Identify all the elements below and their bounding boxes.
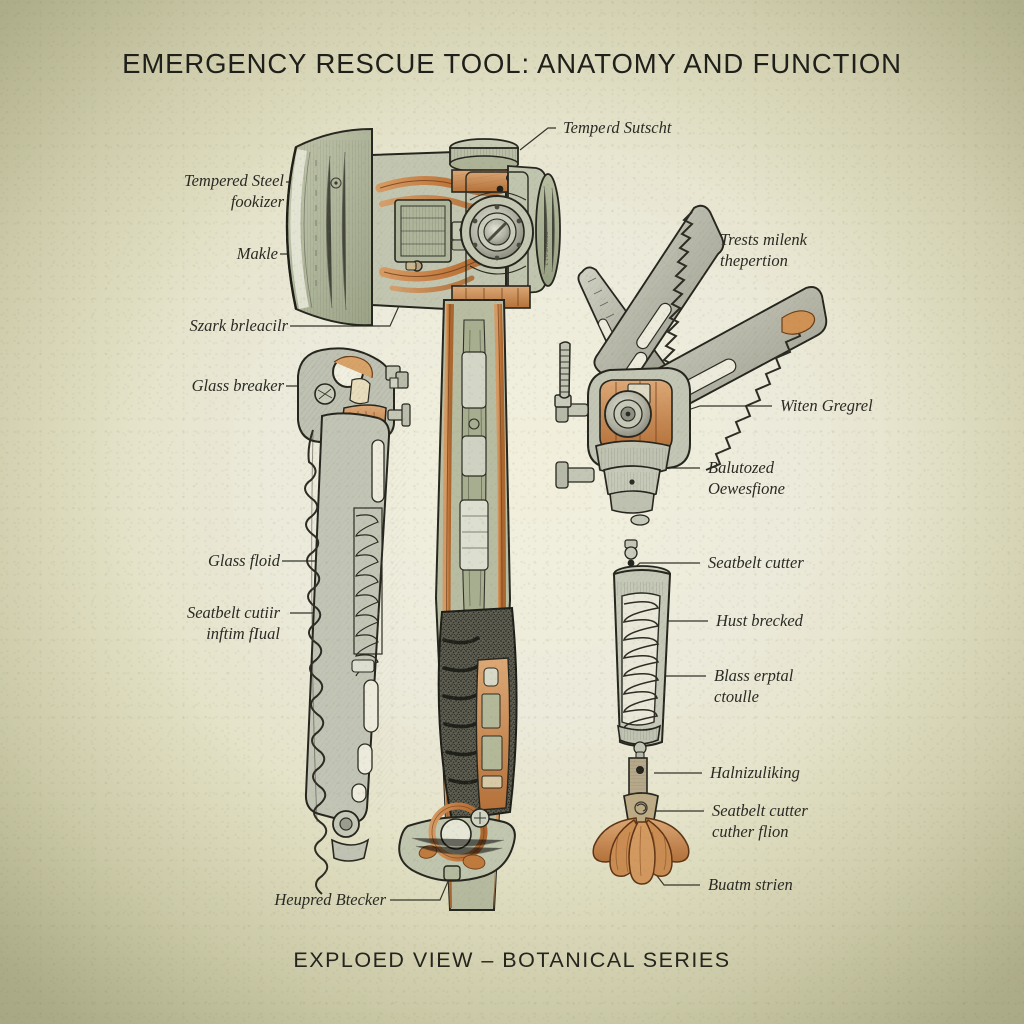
axe-blade	[285, 127, 373, 327]
label-seatbelt-cutiir: Seatbelt cutiir inftim fIual	[30, 602, 280, 644]
label-line-1: Makle	[236, 244, 278, 263]
label-line-1: Seatbelt cutter	[712, 801, 808, 820]
label-glass-breaker: Glass breaker	[30, 375, 284, 396]
figure-spring-sleeve	[612, 539, 672, 761]
label-line-2: ctoulle	[714, 687, 759, 707]
misc-small-parts	[630, 514, 650, 526]
page-caption: EXPLOED VIEW – BOTANICAL SERIES	[293, 948, 731, 972]
label-seatbelt-cutter-2: Seatbelt cutter cuther flion	[712, 800, 808, 842]
label-line-1: Glass breaker	[191, 376, 284, 395]
label-line-2: inftim fIual	[206, 624, 280, 644]
figure-axe-assembly: RESCUE 0 1 2	[285, 127, 561, 911]
label-tempered-steel: Tempered Steel fookizer	[40, 170, 284, 212]
label-szatk-brleaciir: Szark brleacilr	[30, 315, 288, 336]
label-line-1: Szark brleacilr	[189, 316, 288, 335]
label-line-1: Tempered Steel	[183, 171, 284, 190]
label-line-2: thepertion	[720, 251, 788, 271]
label-glass-floid: Glass floid	[40, 550, 280, 571]
label-line-1: Seatbelt cutter	[708, 553, 804, 572]
label-line-1: Tempeɾd Sutscht	[563, 118, 672, 137]
head-knurled-cap	[449, 138, 519, 173]
label-line-2: cuther flion	[712, 822, 789, 842]
label-heupred-btecker: Heupred Btecker	[130, 889, 386, 910]
label-tempeed-sutscht: Tempeɾd Sutscht	[563, 117, 671, 138]
multitool-blade-saw-upper	[593, 204, 725, 389]
label-hust-brecked: Hust brecked	[716, 610, 803, 631]
threaded-bolt	[554, 341, 572, 408]
label-line-1: Trests milenk	[720, 230, 807, 249]
label-line-1: Seatbelt cutiir	[186, 603, 280, 622]
label-line-1: Buatm strien	[708, 875, 793, 894]
label-line-1: Witen Gregrel	[780, 396, 873, 415]
multitool-pivot-housing	[587, 366, 691, 514]
svg-text:RESCUE 0 1 2: RESCUE 0 1 2	[542, 232, 548, 266]
label-line-1: Heupred Btecker	[274, 890, 386, 909]
sleeve-pin	[624, 539, 638, 567]
label-line-1: Balutozed	[708, 458, 774, 477]
label-line-1: Halnizuliking	[710, 763, 800, 782]
label-line-1: Glass floid	[208, 551, 280, 570]
label-line-2: Oewesfione	[708, 479, 785, 499]
label-line-1: Hust brecked	[716, 611, 803, 630]
label-line-1: Blass erptal	[714, 666, 794, 685]
figure-petal-burst	[592, 757, 690, 885]
coil-spring	[622, 600, 660, 729]
head-rotary-mechanism	[460, 171, 534, 291]
label-makle: Makle	[40, 243, 278, 264]
label-blass-erptal: Blass erptal ctoulle	[714, 665, 793, 707]
label-buatm-strien: Buatm strien	[708, 874, 793, 895]
page-title: EMERGENCY RESCUE TOOL: ANATOMY AND FUNCT…	[122, 48, 902, 79]
figure-saw-blade-tool	[297, 347, 411, 895]
axe-pommel	[398, 802, 516, 882]
figure-multitool-cluster	[554, 204, 828, 514]
label-witen-gregrel: Witen Gregrel	[780, 395, 873, 416]
label-seatbelt-cutter-1: Seatbelt cutter	[708, 552, 804, 573]
axe-grip	[437, 606, 518, 822]
axe-head-housing: RESCUE 0 1 2	[371, 138, 561, 313]
label-trests-milenk: Trests milenk thepertion	[720, 229, 807, 271]
label-halnizuliking: Halnizuliking	[710, 762, 800, 783]
label-line-2: fookizer	[230, 192, 284, 212]
label-balutozed: Balutozed Oewesfione	[708, 457, 785, 499]
